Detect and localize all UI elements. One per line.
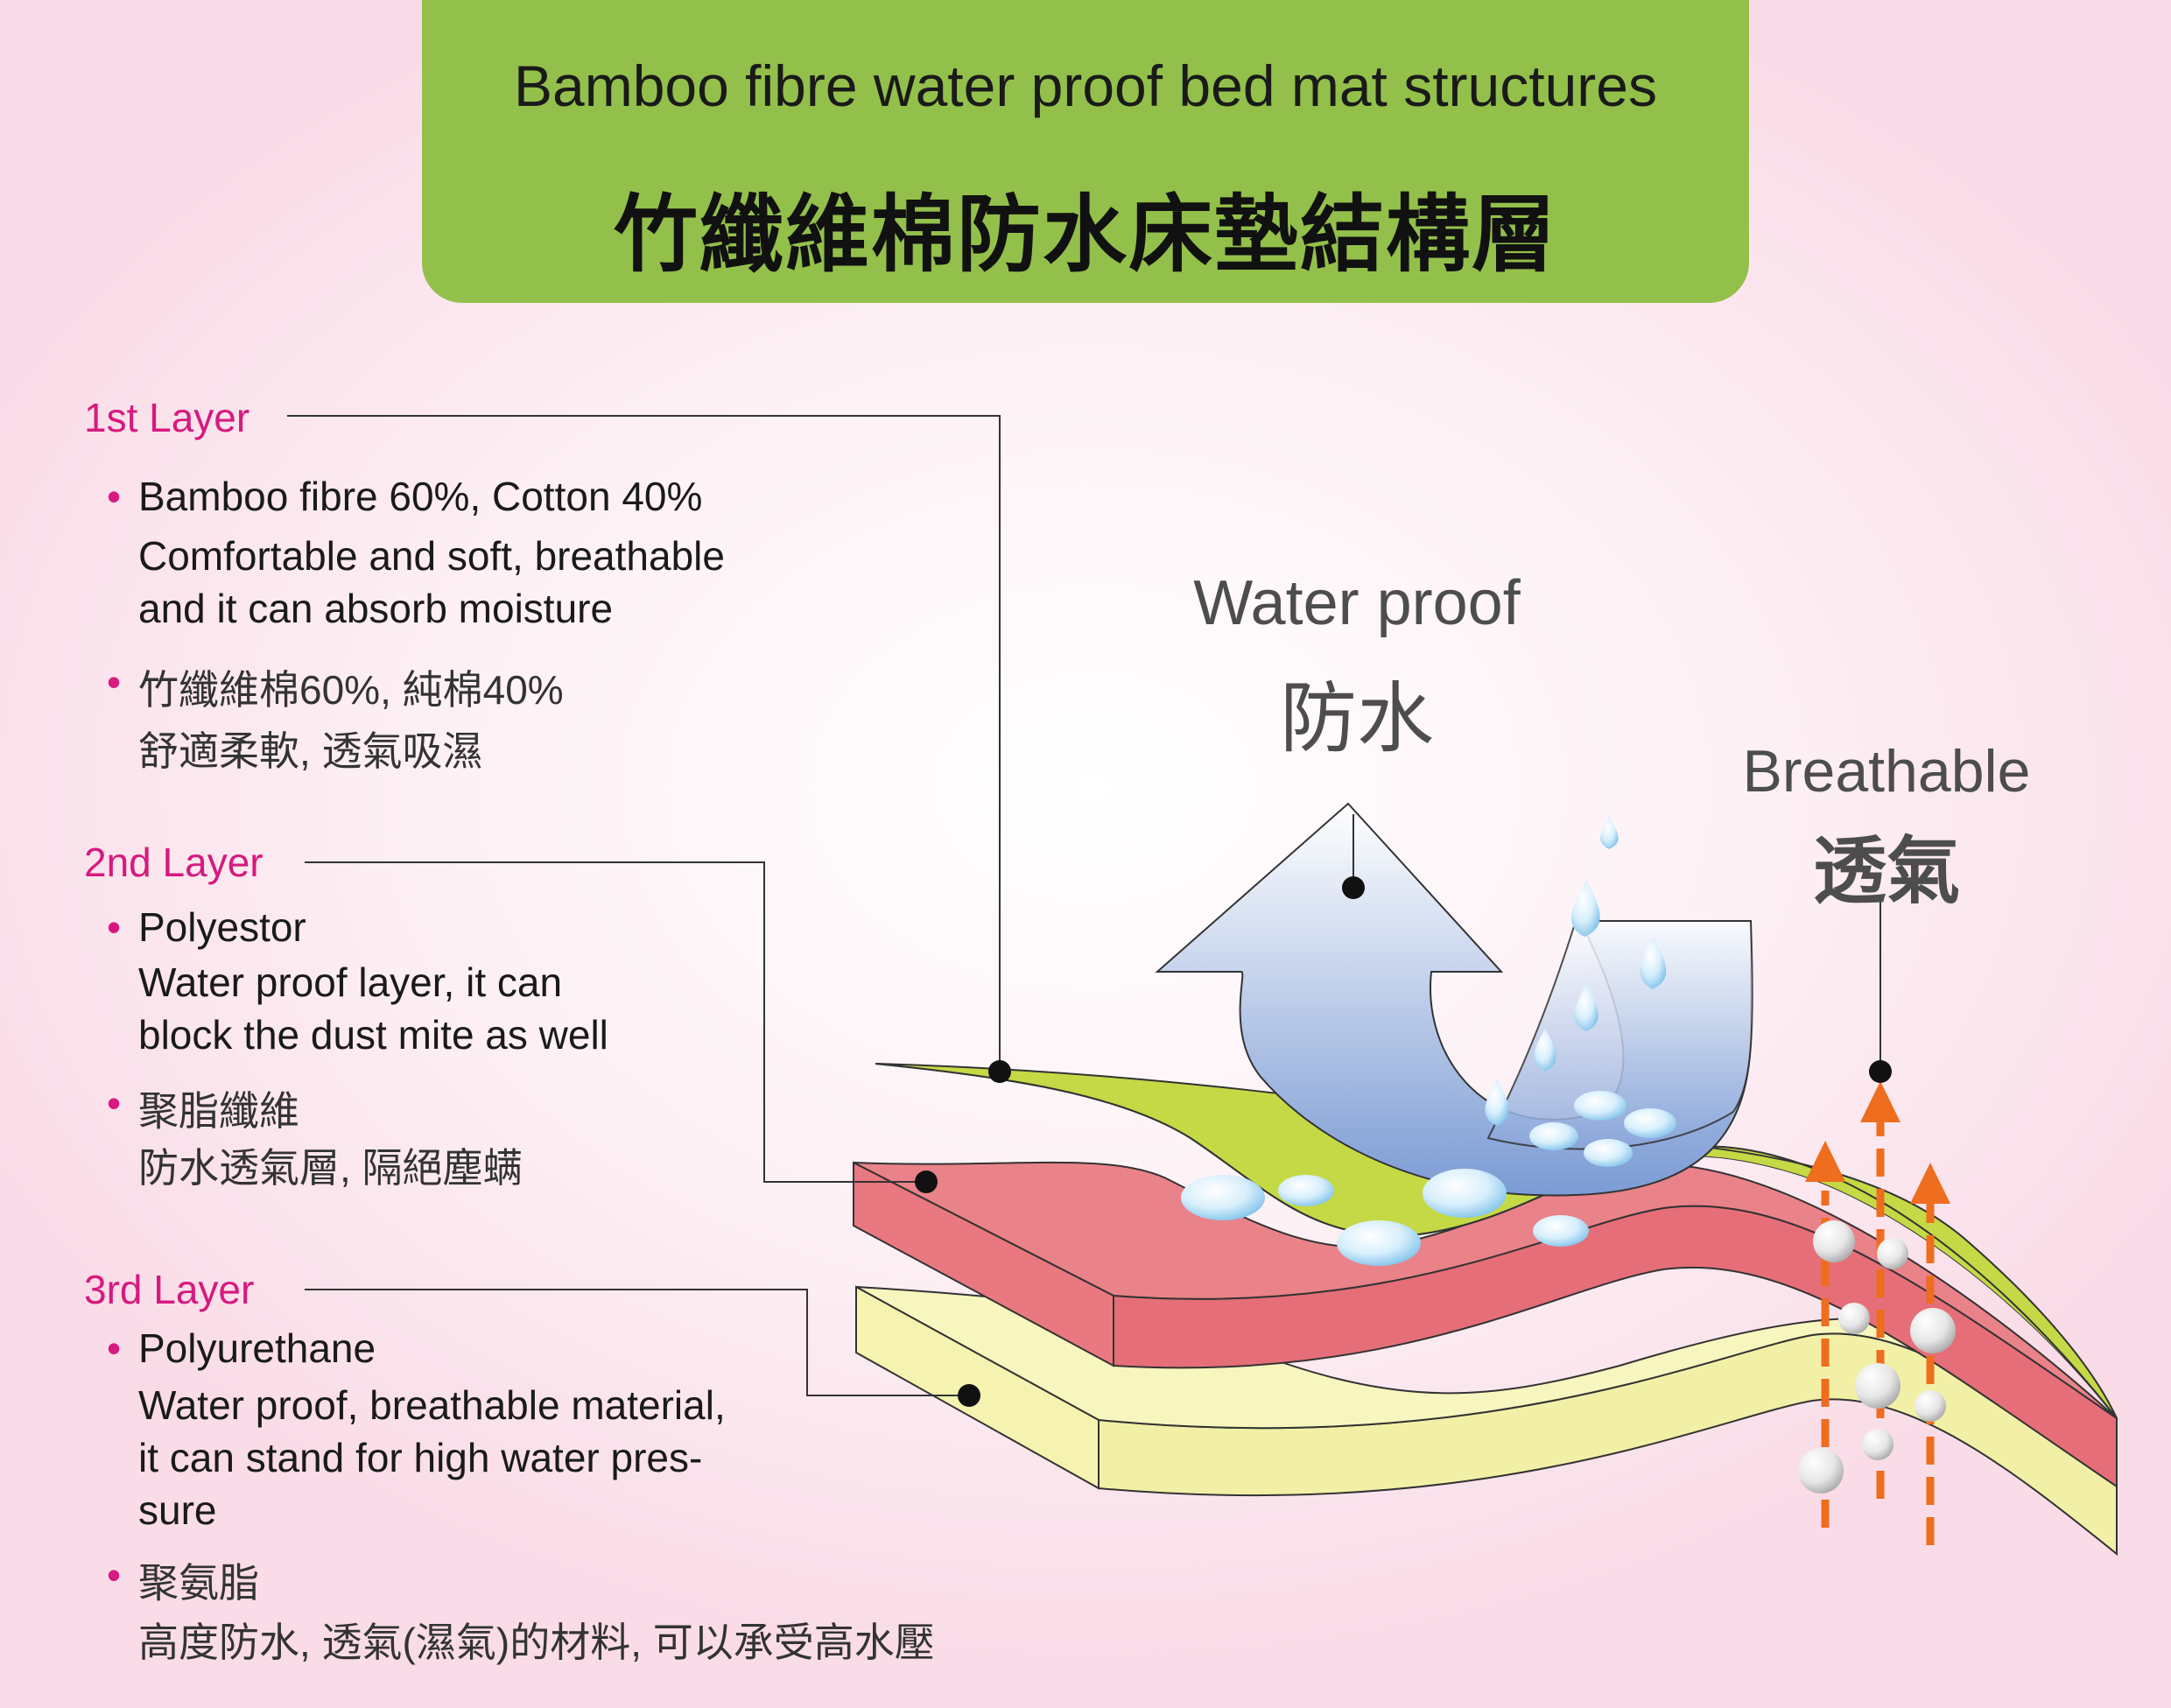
air-bubbles <box>1798 1220 1956 1494</box>
layer1-en-line: and it can absorb moisture <box>138 586 614 631</box>
layer2-en-line: Water proof layer, it can <box>138 959 563 1005</box>
layer2-zh-line: 防水透氣層, 隔絕塵螨 <box>138 1145 523 1191</box>
layer3-en-line: sure <box>138 1487 217 1533</box>
layer2-top <box>853 1161 2118 1419</box>
layer2-en-line: Polyestor <box>138 904 306 950</box>
water-beads <box>1181 1091 1676 1266</box>
waterproof-label-en: Water proof <box>1193 568 1521 638</box>
header-title-en: Bamboo fibre water proof bed mat structu… <box>514 53 1657 118</box>
layer2-en-line: block the dust mite as well <box>138 1012 608 1058</box>
breathable-label-en: Breathable <box>1742 738 2031 805</box>
layer3-zh-line: 高度防水, 透氣(濕氣)的材料, 可以承受高水壓 <box>138 1620 935 1665</box>
layer2-side <box>853 1161 1114 1367</box>
layer3-en-line: Polyurethane <box>138 1325 376 1371</box>
layer1-en-line: Comfortable and soft, breathable <box>138 533 725 579</box>
layer1-zh-line: 舒適柔軟, 透氣吸濕 <box>138 728 483 774</box>
waterproof-arrow <box>1155 802 1753 1197</box>
layer2-bullet-en: • <box>107 904 122 950</box>
header-banner: Bamboo fibre water proof bed mat structu… <box>422 0 1749 303</box>
layer3-bullet-zh: • <box>107 1552 122 1598</box>
layer3-en-line: Water proof, breathable material, <box>138 1382 726 1428</box>
layer2-title: 2nd Layer <box>84 840 263 885</box>
layer1-zh-line: 竹纖維棉60%, 純棉40% <box>138 667 564 713</box>
water-droplets <box>1485 816 1667 1126</box>
layer2-zh-line: 聚脂纖維 <box>138 1088 299 1134</box>
breathable-label-zh: 透氣 <box>1812 830 1960 912</box>
waterproof-label-zh: 防水 <box>1279 675 1434 762</box>
layer1-title: 1st Layer <box>84 395 250 440</box>
leader-dots <box>915 876 1892 1407</box>
layer1-bullet-en: • <box>107 474 122 519</box>
layer2-bullet-zh: • <box>107 1080 122 1126</box>
layer3-bullet-en: • <box>107 1325 122 1371</box>
layer3-side <box>855 1285 1100 1490</box>
layer1-en-line: Bamboo fibre 60%, Cotton 40% <box>138 474 703 519</box>
layer3-zh-line: 聚氨脂 <box>138 1560 259 1606</box>
layer1-bullet-zh: • <box>107 659 122 705</box>
layer3-title: 3rd Layer <box>84 1267 255 1312</box>
leader-lines <box>287 415 1881 1396</box>
header-title-zh: 竹纖維棉防水床墊結構層 <box>614 188 1557 282</box>
layer3-en-line: it can stand for high water pres- <box>138 1435 703 1480</box>
